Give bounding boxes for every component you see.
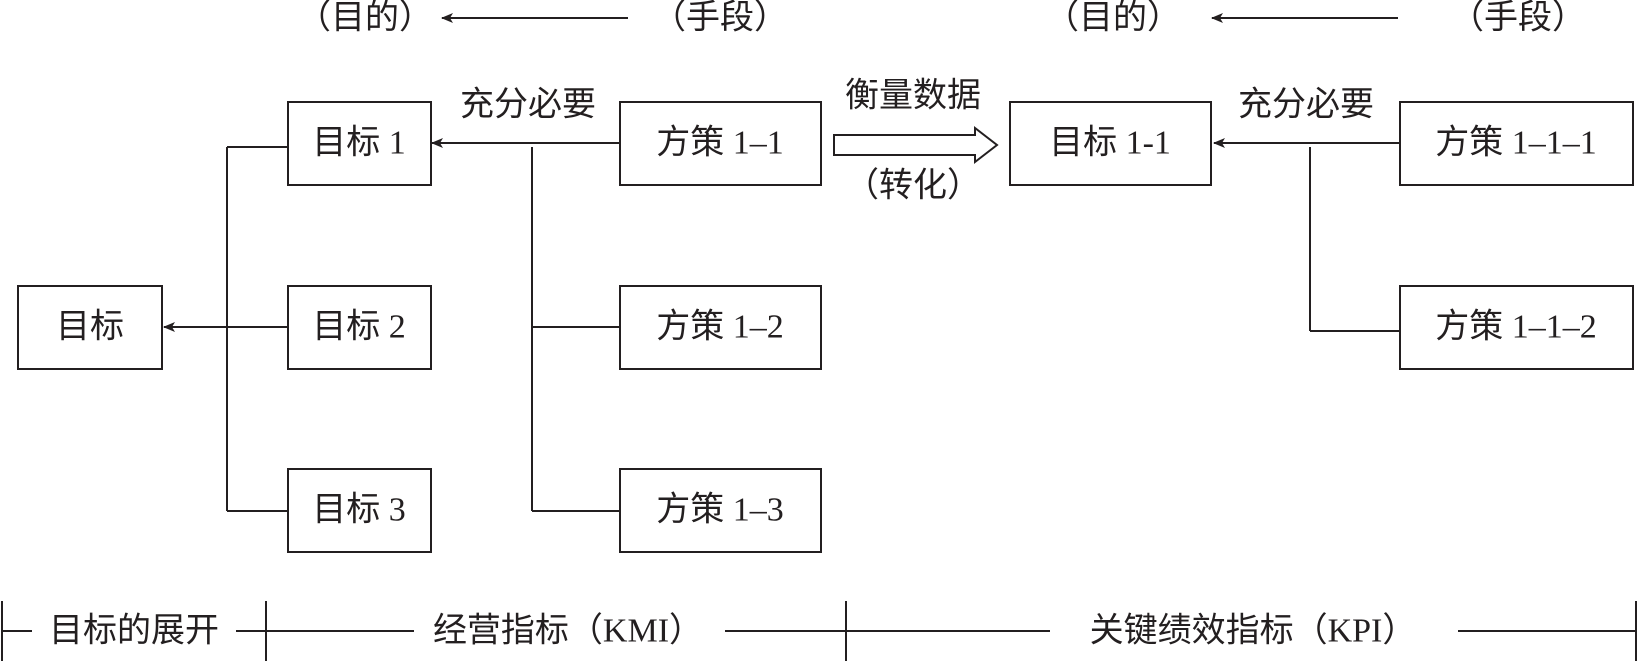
node-goal-2: 目标 2 [287,285,432,370]
node-goal: 目标 [17,285,163,370]
left-means-label: （手段） [652,0,788,37]
right-means-label: （手段） [1450,0,1586,37]
node-goal-3: 目标 3 [287,468,432,553]
footer-section-3: 关键绩效指标（KPI） [1090,612,1417,650]
node-goal-1: 目标 1 [287,101,432,186]
node-plan-1-3-label: 方策 1–3 [656,491,784,529]
transform-hollow-arrow [833,125,999,165]
node-plan-1-1-2: 方策 1–1–2 [1399,285,1634,370]
node-goal-2-label: 目标 2 [312,308,406,346]
node-plan-1-2: 方策 1–2 [619,285,822,370]
footer-section-1: 目标的展开 [49,612,219,650]
footer-section-2: 经营指标（KMI） [433,612,703,650]
measure-data-label: 衡量数据 [845,77,981,115]
node-plan-1-1-1-label: 方策 1–1–1 [1435,124,1597,162]
right-purpose-label: （目的） [1045,0,1181,37]
transform-label: （转化） [845,167,981,205]
node-plan-1-2-label: 方策 1–2 [656,308,784,346]
node-goal-1-label: 目标 1 [312,124,406,162]
node-goal-3-label: 目标 3 [312,491,406,529]
necessary-sufficient-left-label: 充分必要 [460,86,596,124]
left-purpose-label: （目的） [297,0,433,37]
node-plan-1-1-1: 方策 1–1–1 [1399,101,1634,186]
node-goal-1-1-label: 目标 1-1 [1049,124,1171,162]
node-goal-1-1: 目标 1-1 [1009,101,1212,186]
node-goal-label: 目标 [56,308,124,346]
node-plan-1-1: 方策 1–1 [619,101,822,186]
necessary-sufficient-right-label: 充分必要 [1238,86,1374,124]
node-plan-1-1-label: 方策 1–1 [656,124,784,162]
node-plan-1-1-2-label: 方策 1–1–2 [1435,308,1597,346]
node-plan-1-3: 方策 1–3 [619,468,822,553]
